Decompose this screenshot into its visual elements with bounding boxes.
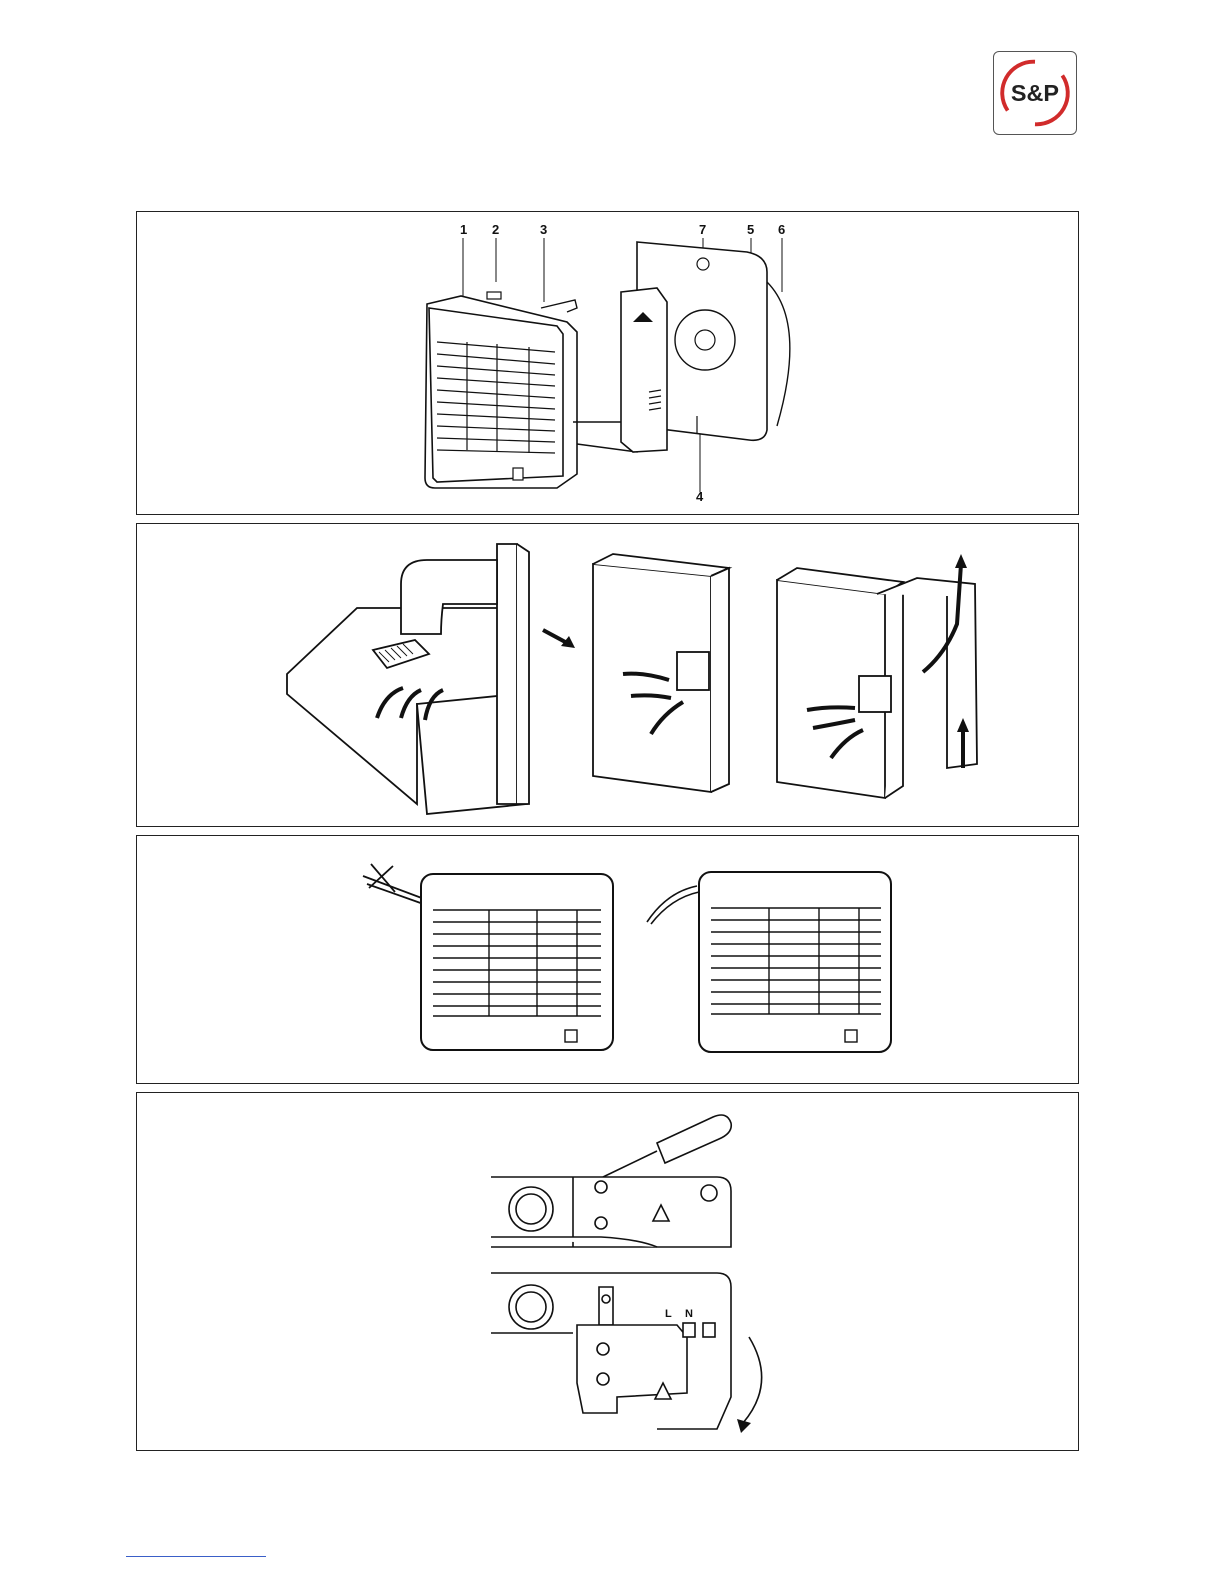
logo-text: S&P <box>1011 80 1059 106</box>
footer-link-underline <box>126 1556 266 1557</box>
cable-entry-illustration <box>137 836 1078 1083</box>
installation-illustration <box>137 524 1078 826</box>
installation-options-panel <box>136 523 1079 827</box>
callout-5: 5 <box>747 222 754 237</box>
screwdriver-icon <box>603 1115 731 1177</box>
callout-6: 6 <box>778 222 785 237</box>
terminal-L-label: L <box>665 1308 672 1320</box>
callout-2: 2 <box>492 222 499 237</box>
terminal-access-illustration: L N <box>137 1093 1078 1450</box>
brand-logo: S&P <box>993 51 1077 135</box>
terminal-access-panel: L N <box>136 1092 1079 1451</box>
callout-3: 3 <box>540 222 547 237</box>
exploded-fan-illustration: 1 2 3 7 5 6 4 <box>137 212 1078 514</box>
callout-1: 1 <box>460 222 467 237</box>
exploded-view-panel: 1 2 3 7 5 6 4 <box>136 211 1079 515</box>
terminal-N-label: N <box>685 1308 693 1320</box>
callout-7: 7 <box>699 222 706 237</box>
rotate-arrow-icon <box>737 1419 751 1433</box>
sp-logo-icon: S&P <box>994 52 1076 134</box>
cross-mark-icon <box>369 864 395 892</box>
cable-entry-panel <box>136 835 1079 1084</box>
